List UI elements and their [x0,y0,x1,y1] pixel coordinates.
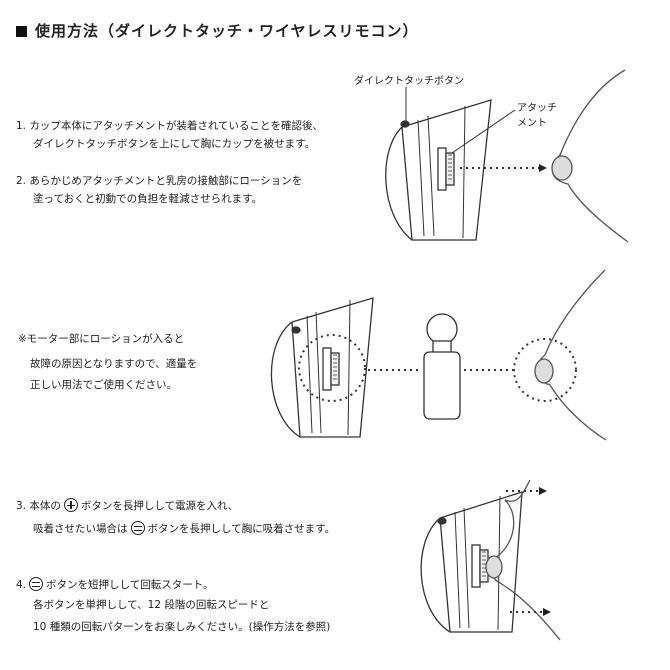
cup-dome-2 [270,321,301,438]
step3-line2: 吸着させたい場合は ボタンを長押しして胸に吸着させます。 [33,521,335,535]
nipple-3 [485,555,503,579]
step3-line2-prefix: 吸着させたい場合は [33,523,128,535]
diagram-lotion-warning [270,269,607,441]
attachment-ridges-1 [448,154,452,180]
step3-line1: 3. 本体の ボタンを長押しして電源を入れ、 [16,498,238,512]
cup-body-3 [439,491,523,633]
step3-line2-suffix: ボタンを長押しして胸に吸着させます。 [147,523,336,535]
suction-equal-circle-icon [130,521,145,535]
step4-line1-suffix: ボタンを短押しして回転スタート。 [46,579,214,591]
step4-line1: 4. ボタンを短押しして回転スタート。 [16,577,214,591]
cup-button-3-icon [437,517,447,525]
label-attachment-line2: メント [517,118,547,129]
cup-dome-1 [385,126,413,241]
step4-line1-prefix: 4. [16,579,27,591]
attachment-ridges-2 [333,354,337,380]
step4-line3: 10 種類の回転パターンをお楽しみください。(操作方法を参照) [33,621,331,633]
step2-line1: 2. あらかじめアタッチメントと乳房の接触部にローションを [16,175,303,187]
power-plus-circle-icon [63,498,78,512]
diagram-suction [420,479,561,641]
nipple-1 [551,155,573,181]
suction-equal-circle-icon [29,577,44,591]
cup-dome-3 [420,517,451,633]
lotion-bottle-icon [423,351,461,420]
step4-line2: 各ボタンを単押しして、12 段階の回転スピードと [33,599,270,611]
diagram-cup-on-breast [385,69,629,243]
cup-inner-wall-1 [462,105,466,239]
title-square-icon [16,26,27,37]
label-attachment-line1: アタッチ [517,103,557,114]
cup-body-2 [291,297,374,438]
note-line3: 正しい用法でご使用ください。 [30,379,177,391]
lotion-neck [432,340,452,354]
attachment-base-2 [322,347,332,391]
nipple-2 [534,358,554,384]
lotion-cap-icon [426,313,458,345]
cup-button-2-icon [291,326,301,334]
leader-line-attachment [451,109,516,154]
breast-outline-2 [535,269,607,441]
breast-top-3 [504,479,531,502]
dotted-circle-motor [298,334,366,402]
attachment-base-3 [471,544,481,588]
label-direct-touch-button: ダイレクトタッチボタン [354,76,464,87]
step1-line2: ダイレクトタッチボタンを上にして胸にカップを被せます。 [33,138,316,150]
page-title: 使用方法（ダイレクトタッチ・ワイヤレスリモコン） [16,20,419,41]
step1-line1: 1. カップ本体にアタッチメントが装着されていることを確認後、 [16,120,324,132]
attachment-base-1 [437,147,447,191]
note-line1: ※モーター部にローションが入ると [18,333,185,345]
attachment-head-2 [330,352,340,386]
cup-inner-lines-2 [306,311,322,434]
title-text: 使用方法（ダイレクトタッチ・ワイヤレスリモコン） [35,22,419,40]
attachment-ridges-3 [482,551,486,577]
note-line2: 故障の原因となりますので、適量を [30,358,198,370]
step3-line1-suffix: ボタンを長押しして電源を入れ、 [80,500,239,512]
cup-inner-lines-1 [417,115,435,237]
cup-inner-wall-2 [347,299,351,436]
dotted-circle-nipple [513,338,577,402]
step3-line1-prefix: 3. 本体の [16,500,61,512]
attachment-head-1 [445,152,455,186]
direct-touch-button-icon [400,120,410,128]
step2-line2: 塗っておくと初動での負担を軽減させられます。 [33,193,263,205]
cup-body-1 [401,99,492,241]
cup-inner-lines-3 [454,507,470,629]
